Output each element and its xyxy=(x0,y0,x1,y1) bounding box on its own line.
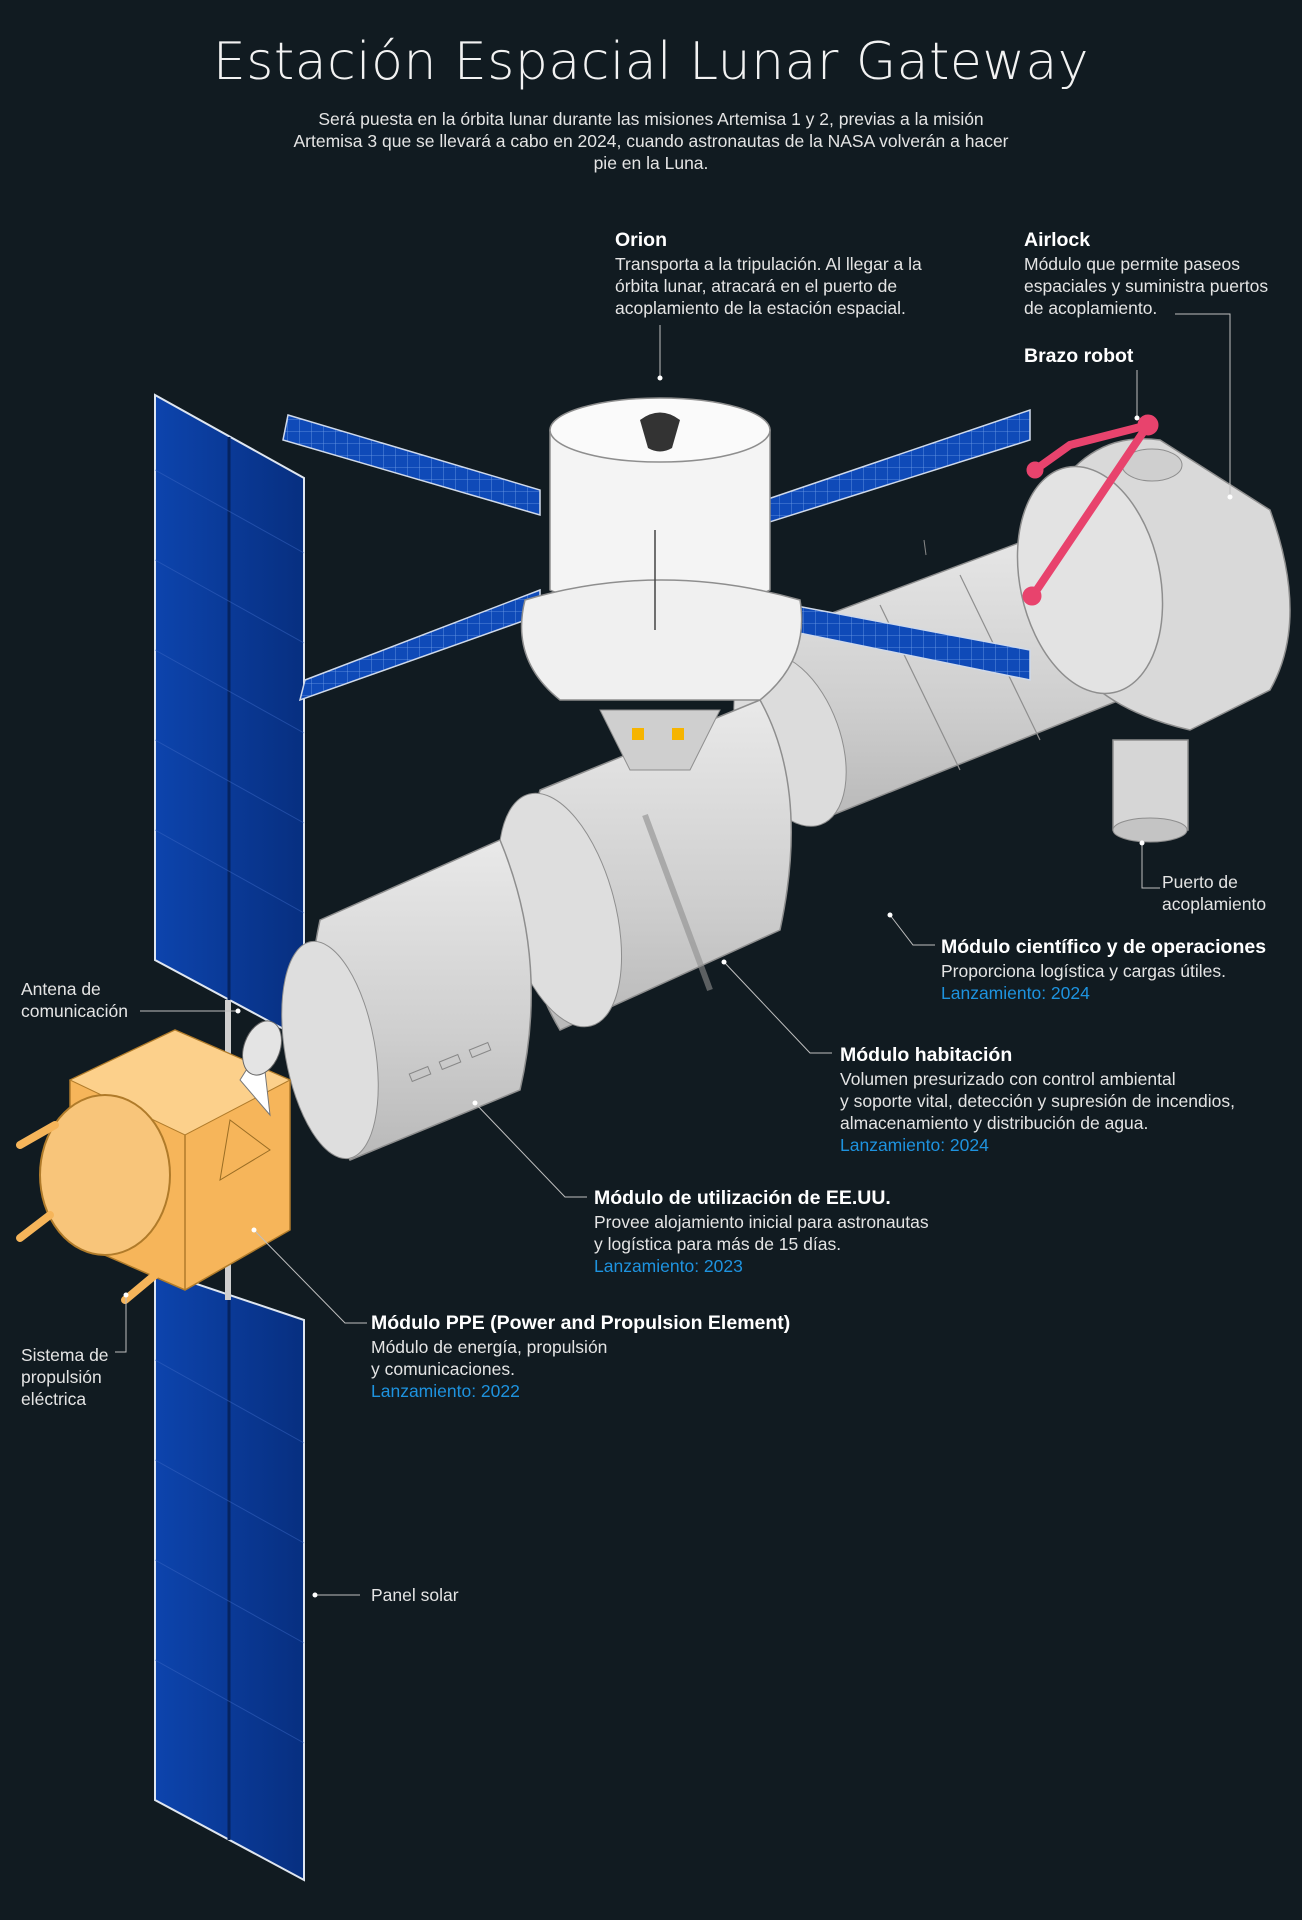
us-module-launch: Lanzamiento: 2023 xyxy=(594,1256,743,1276)
us-module-heading: Módulo de utilización de EE.UU. xyxy=(594,1187,891,1209)
science-module-label: Módulo científico y de operaciones Propo… xyxy=(941,934,1302,1004)
us-module-description: Provee alojamiento inicial para astronau… xyxy=(594,1212,929,1254)
orion-label: Orion Transporta a la tripulación. Al ll… xyxy=(615,227,985,319)
robot-arm-label: Brazo robot xyxy=(1024,343,1224,369)
science-module-description: Proporciona logística y cargas útiles. xyxy=(941,961,1226,981)
robot-arm xyxy=(1022,414,1159,606)
airlock-heading: Airlock xyxy=(1024,229,1091,251)
ppe-module-heading: Módulo PPE (Power and Propulsion Element… xyxy=(371,1312,791,1334)
solar-panel-upper xyxy=(154,393,305,1042)
habitation-module-launch: Lanzamiento: 2024 xyxy=(840,1135,989,1155)
propulsion-label: Sistema de propulsión eléctrica xyxy=(21,1345,109,1409)
airlock-shape xyxy=(1016,438,1291,843)
airlock-label: Airlock Módulo que permite paseos espaci… xyxy=(1024,227,1302,319)
robot-arm-heading: Brazo robot xyxy=(1024,345,1134,367)
page-title: Estación Espacial Lunar Gateway xyxy=(212,32,1090,92)
thrusters xyxy=(16,1121,159,1304)
docking-port-label: Puerto de acoplamiento xyxy=(1162,872,1267,914)
leader-lines xyxy=(115,313,1231,1596)
habitation-module-label: Módulo habitación Volumen presurizado co… xyxy=(840,1042,1302,1156)
ppe-module-label: Módulo PPE (Power and Propulsion Element… xyxy=(371,1310,831,1402)
solar-panel-lower xyxy=(154,1268,305,1882)
science-module-launch: Lanzamiento: 2024 xyxy=(941,983,1090,1003)
us-utilization-module-shape xyxy=(281,839,532,1161)
ppe-module-description: Módulo de energía, propulsión y comunica… xyxy=(371,1337,608,1379)
antenna-label: Antena de comunicación xyxy=(21,979,128,1021)
leader-dots xyxy=(123,375,1233,1598)
page-subtitle: Será puesta en la órbita lunar durante l… xyxy=(293,109,1009,173)
orion-heading: Orion xyxy=(615,229,667,251)
orion-description: Transporta a la tripulación. Al llegar a… xyxy=(615,254,922,318)
habitation-module-heading: Módulo habitación xyxy=(840,1044,1013,1066)
solar-panel-label: Panel solar xyxy=(371,1585,459,1605)
habitation-module-description: Volumen presurizado con control ambienta… xyxy=(840,1069,1235,1133)
airlock-description: Módulo que permite paseos espaciales y s… xyxy=(1024,254,1269,318)
science-module-heading: Módulo científico y de operaciones xyxy=(941,936,1267,958)
ppe-module-shape xyxy=(39,1020,292,1291)
us-module-label: Módulo de utilización de EE.UU. Provee a… xyxy=(594,1185,1014,1277)
ppe-module-launch: Lanzamiento: 2022 xyxy=(371,1381,520,1401)
orion-capsule xyxy=(282,397,1031,771)
